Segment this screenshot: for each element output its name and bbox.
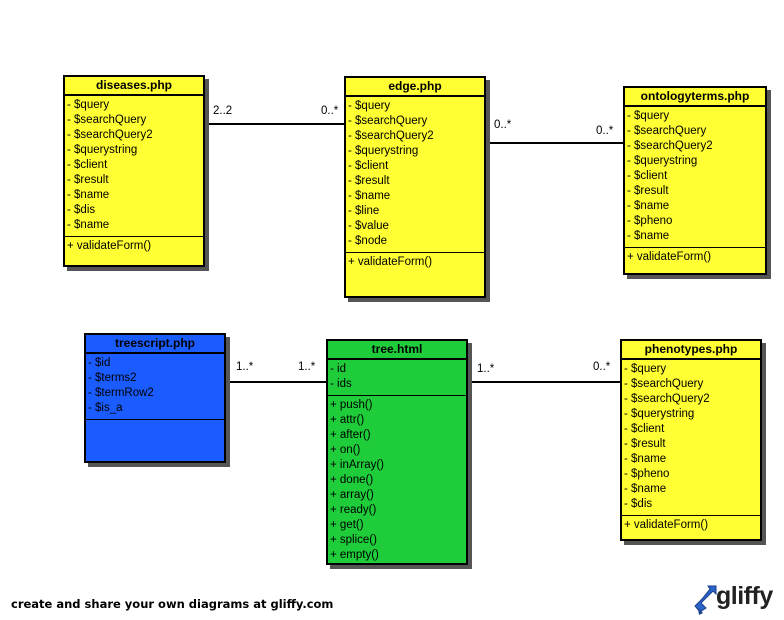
association-diseases-edge: [205, 123, 345, 125]
class-attribute: - $searchQuery2: [67, 129, 153, 141]
class-title: ontologyterms.php: [625, 88, 765, 107]
operation-list: + push() + attr() + after() + on() + inArray…: [328, 396, 466, 565]
class-attribute: - $name: [627, 200, 670, 212]
class-attribute: - ids: [330, 378, 352, 390]
class-attribute: - $searchQuery: [627, 125, 707, 137]
class-attribute: - $name: [67, 219, 110, 231]
class-tree-html[interactable]: tree.html - id - ids + push() + attr() + af…: [326, 339, 468, 565]
class-attribute: - $client: [348, 160, 389, 172]
class-attribute: - $value: [348, 220, 389, 232]
multiplicity-label: 0..*: [596, 125, 614, 137]
class-attribute: - $pheno: [627, 215, 673, 227]
class-attribute: - $name: [348, 190, 391, 202]
class-attribute: - $query: [624, 363, 667, 375]
class-title: tree.html: [328, 341, 466, 360]
class-attribute: - $dis: [67, 204, 96, 216]
class-attribute: - $name: [627, 230, 670, 242]
class-attribute: - $query: [627, 110, 670, 122]
class-attribute: - $query: [67, 99, 110, 111]
gliffy-logo[interactable]: gliffy: [694, 582, 778, 616]
class-attribute: - $client: [67, 159, 108, 171]
class-attribute: - $result: [627, 185, 669, 197]
operation-list: + validateForm(): [65, 237, 203, 256]
operation-list: + validateForm(): [346, 253, 484, 272]
class-attribute: - $client: [624, 423, 665, 435]
multiplicity-label: 0..*: [494, 119, 512, 131]
class-attribute: - $terms2: [88, 372, 137, 384]
multiplicity-label: 0..*: [593, 361, 611, 373]
class-operation: + attr(): [330, 414, 365, 426]
multiplicity-label: 1..*: [298, 361, 316, 373]
attribute-list: - $id - $terms2 - $termRow2 - $is_a: [86, 354, 224, 420]
class-attribute: - $query: [348, 100, 391, 112]
class-attribute: - $line: [348, 205, 380, 217]
class-attribute: - $searchQuery: [348, 115, 428, 127]
class-attribute: - $id: [88, 357, 111, 369]
class-treescript-php[interactable]: treescript.php - $id - $terms2 - $termRow2…: [84, 333, 226, 463]
class-operation: + splice(): [330, 534, 377, 546]
operation-list: + validateForm(): [625, 248, 765, 267]
class-operation: + on(): [330, 444, 361, 456]
association-tree-phenotypes: [467, 381, 621, 383]
class-attribute: - $client: [627, 170, 668, 182]
class-operation: + after(): [330, 429, 371, 441]
class-title: edge.php: [346, 78, 484, 97]
class-operation: + validateForm(): [348, 256, 433, 268]
class-attribute: - $searchQuery2: [348, 130, 434, 142]
class-operation: + push(): [330, 399, 373, 411]
association-treescript-tree: [225, 381, 327, 383]
class-attribute: - $searchQuery2: [624, 393, 710, 405]
attribute-list: - $query - $searchQuery - $searchQuery2 - $…: [346, 97, 484, 253]
class-attribute: - $termRow2: [88, 387, 154, 399]
class-title: treescript.php: [86, 335, 224, 354]
class-operation: + empty(): [330, 549, 379, 561]
class-attribute: - $name: [67, 189, 110, 201]
operation-list: + validateForm(): [622, 516, 760, 535]
class-operation: + array(): [330, 489, 374, 501]
class-attribute: - id: [330, 363, 346, 375]
operation-list: [86, 420, 224, 424]
class-attribute: - $querystring: [624, 408, 695, 420]
class-diseases-php[interactable]: diseases.php - $query - $searchQuery - $se…: [63, 75, 205, 267]
class-operation: + validateForm(): [627, 251, 712, 263]
footer-text[interactable]: create and share your own diagrams at gl…: [11, 597, 334, 611]
association-edge-ontologyterms: [486, 142, 624, 144]
class-operation: + get(): [330, 519, 364, 531]
class-operation: + inArray(): [330, 459, 384, 471]
class-attribute: - $name: [624, 453, 667, 465]
multiplicity-label: 2..2: [213, 105, 233, 117]
class-operation: + validateForm(): [67, 240, 152, 252]
class-title: diseases.php: [65, 77, 203, 96]
class-attribute: - $querystring: [67, 144, 138, 156]
class-edge-php[interactable]: edge.php - $query - $searchQuery - $search…: [344, 76, 486, 298]
attribute-list: - id - ids: [328, 360, 466, 396]
class-operation: + done(): [330, 474, 374, 486]
multiplicity-label: 1..*: [477, 363, 495, 375]
class-attribute: - $searchQuery2: [627, 140, 713, 152]
class-operation: + ready(): [330, 504, 377, 516]
attribute-list: - $query - $searchQuery - $searchQuery2 - $…: [625, 107, 765, 248]
class-attribute: - $querystring: [627, 155, 698, 167]
attribute-list: - $query - $searchQuery - $searchQuery2 - $…: [622, 360, 760, 516]
class-attribute: - $result: [67, 174, 109, 186]
class-attribute: - $node: [348, 235, 388, 247]
gliffy-arrow-icon: [694, 585, 717, 615]
class-title: phenotypes.php: [622, 341, 760, 360]
class-attribute: - $searchQuery: [67, 114, 147, 126]
class-attribute: - $name: [624, 483, 667, 495]
class-attribute: - $result: [348, 175, 390, 187]
multiplicity-label: 1..*: [236, 361, 254, 373]
attribute-list: - $query - $searchQuery - $searchQuery2 - $…: [65, 96, 203, 237]
class-attribute: - $is_a: [88, 402, 123, 414]
class-attribute: - $result: [624, 438, 666, 450]
multiplicity-label: 0..*: [321, 105, 339, 117]
class-attribute: - $querystring: [348, 145, 419, 157]
class-operation: + validateForm(): [624, 519, 709, 531]
gliffy-wordmark: gliffy: [716, 582, 773, 610]
class-attribute: - $dis: [624, 498, 653, 510]
class-phenotypes-php[interactable]: phenotypes.php - $query- $searchQuery- $…: [620, 339, 762, 541]
class-attribute: - $pheno: [624, 468, 670, 480]
class-attribute: - $searchQuery: [624, 378, 704, 390]
class-ontologyterms-php[interactable]: ontologyterms.php - $query - $searchQuery…: [623, 86, 767, 275]
